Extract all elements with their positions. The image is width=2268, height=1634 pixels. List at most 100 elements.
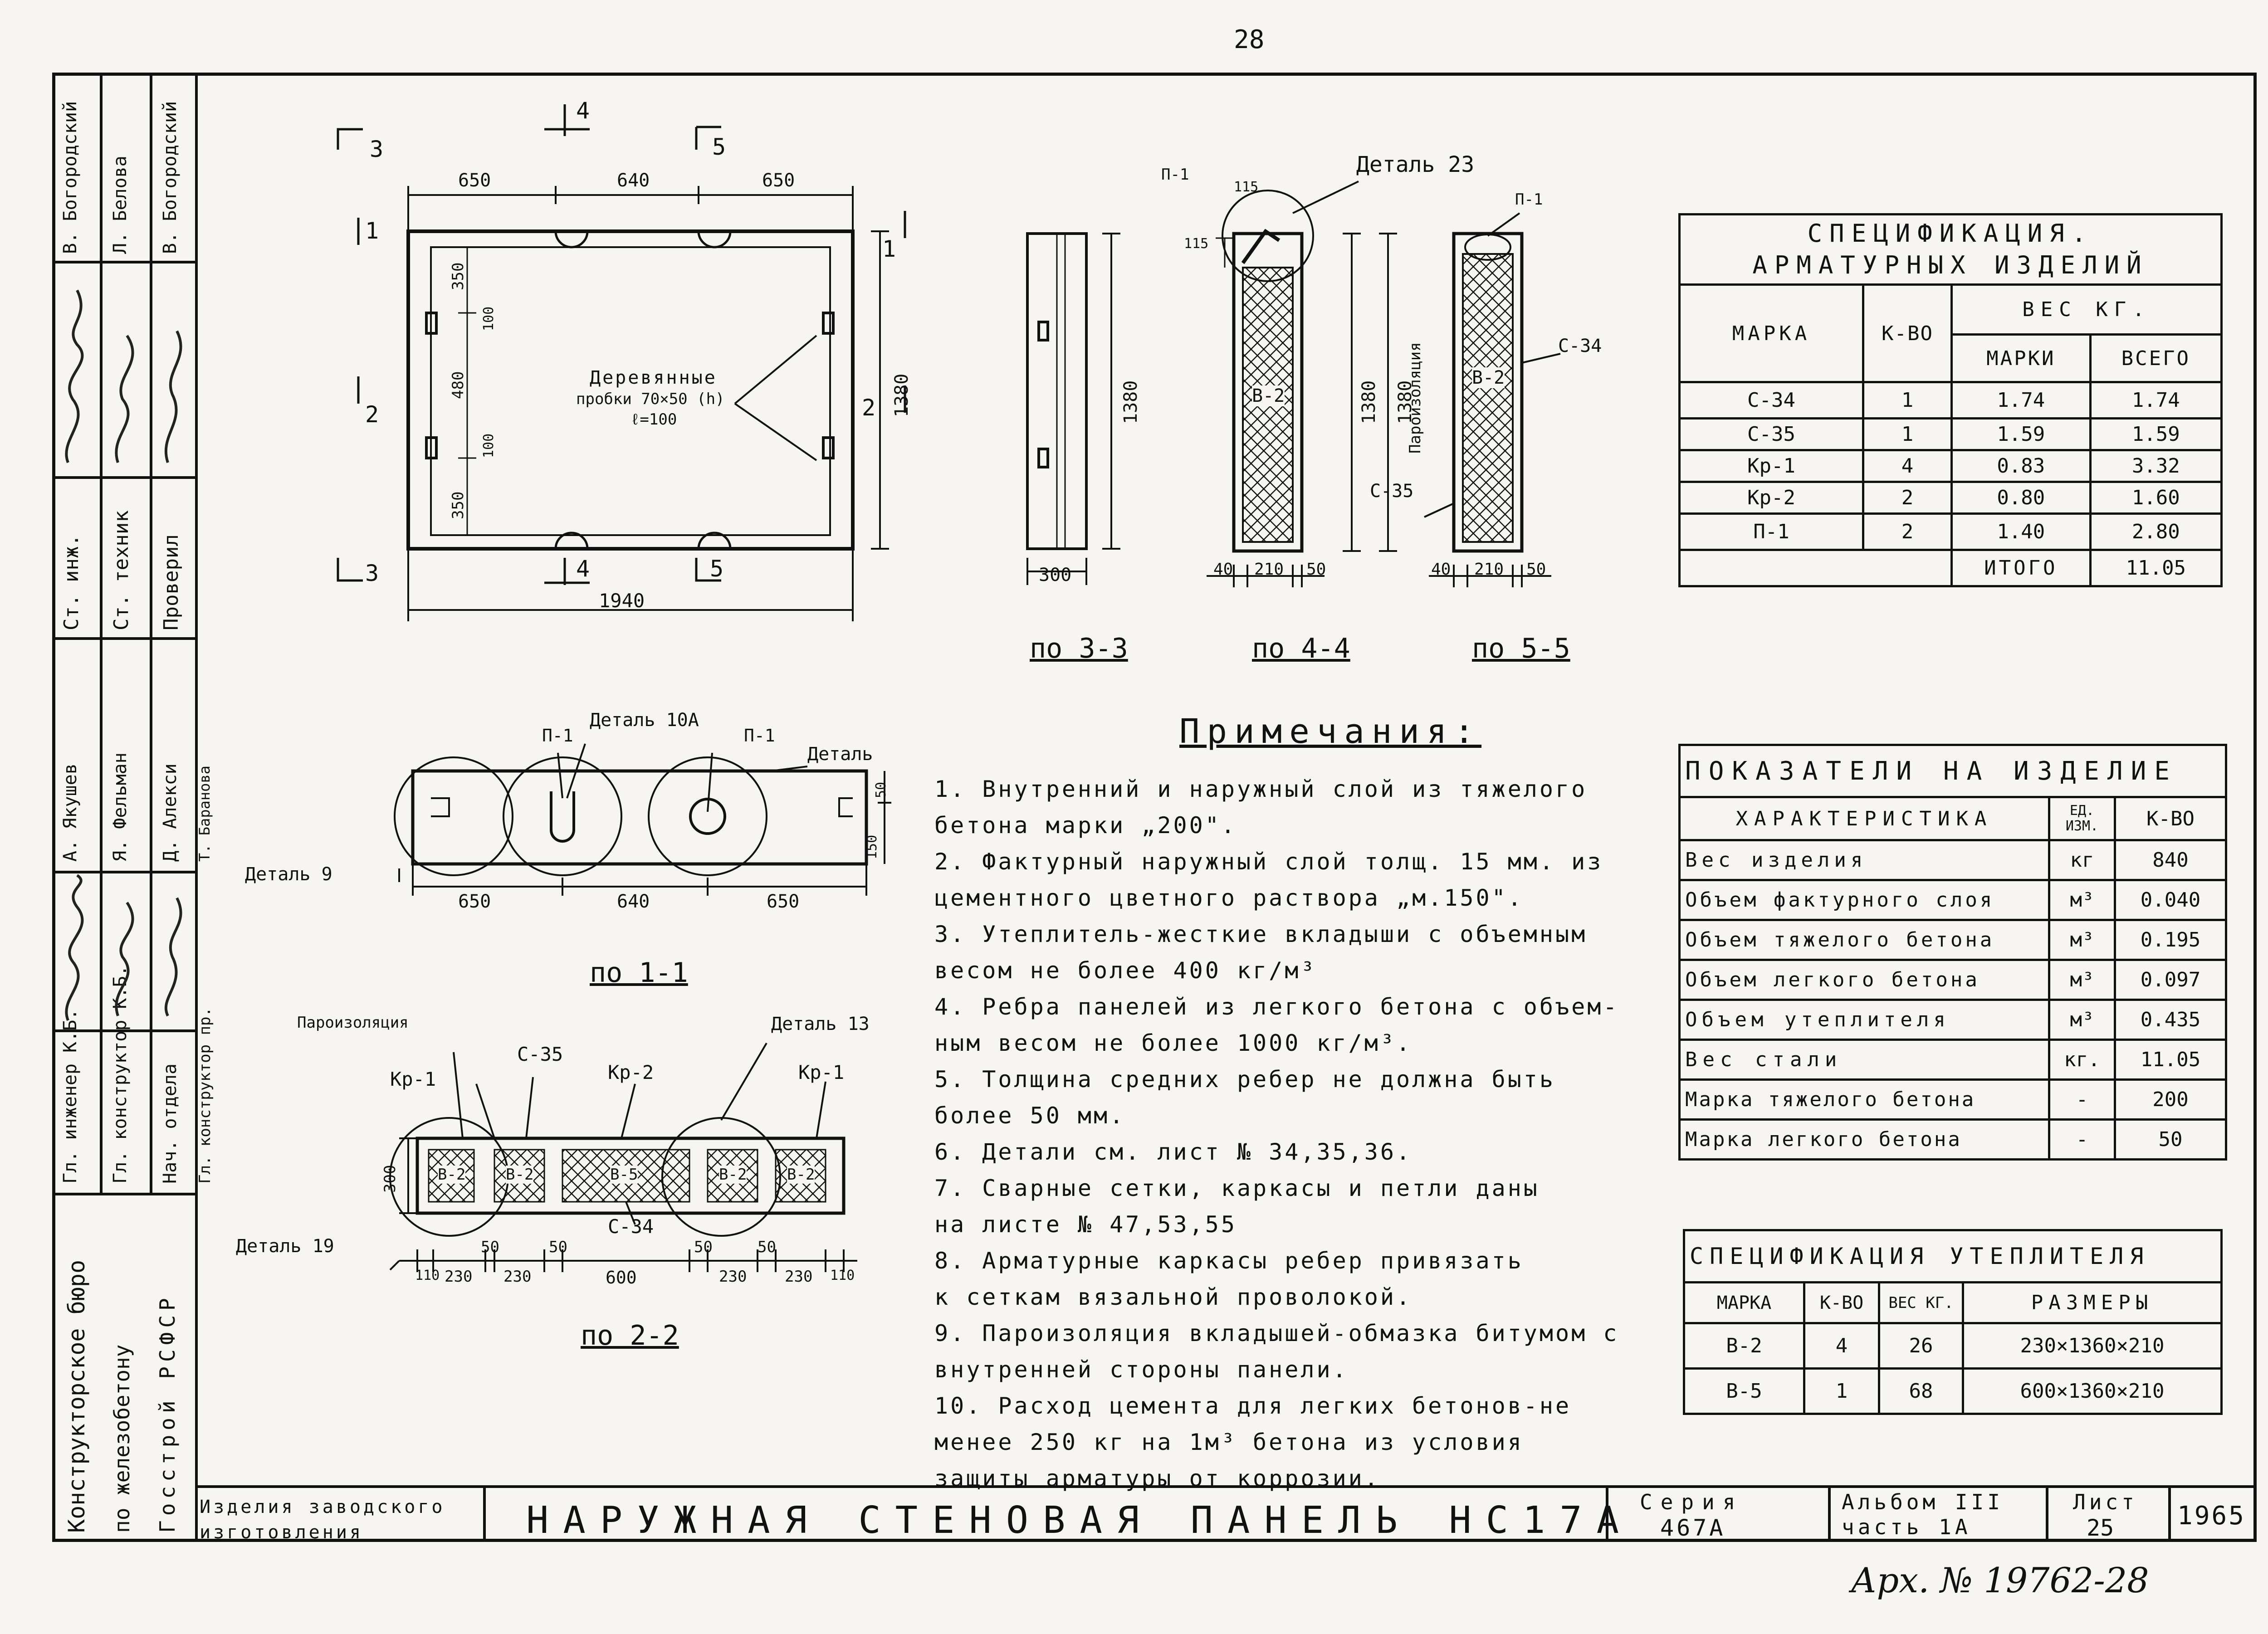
part-label: часть 1А	[1842, 1515, 1971, 1539]
s55-dim-50: 50	[1526, 560, 1546, 579]
cut-2-left: 2	[365, 401, 379, 428]
main-dim-left-1: 350	[449, 262, 467, 290]
s11-p1b: П-1	[744, 726, 775, 746]
note-line: 6. Детали см. лист № 34,35,36.	[934, 1139, 1413, 1165]
spec-reinf-col-weight: ВЕС КГ.	[1950, 283, 2223, 336]
s44-dim-115-a: 115	[1234, 179, 1259, 195]
main-dim-top-2: 640	[617, 170, 650, 191]
s22-kr1b: Кр-1	[798, 1061, 845, 1083]
cut-5-bottom: 5	[710, 556, 724, 582]
cell: кг.	[2048, 1039, 2116, 1081]
s55-dim-40: 40	[1431, 560, 1451, 579]
cell: -	[2048, 1118, 2116, 1161]
plugs-label-3: ℓ=100	[631, 410, 677, 429]
cell: м³	[2048, 959, 2116, 1001]
main-dim-small-2: 100	[481, 433, 497, 458]
s22-dim-5: 50	[549, 1238, 567, 1256]
s33-dim-w: 300	[1039, 565, 1072, 585]
s22-kr2: Кр-2	[608, 1061, 654, 1083]
spec-reinf-col-qty: К-ВО	[1862, 283, 1953, 383]
section-2-2-label: по 2-2	[581, 1320, 679, 1351]
cell: 50	[2114, 1118, 2227, 1161]
cell: 0.83	[1950, 449, 2092, 483]
spec-reinf-col-unit: МАРКИ	[1950, 333, 2092, 383]
cell: П-1	[1678, 512, 1864, 551]
s11-dim-1: 650	[458, 891, 491, 912]
s44-dim-50: 50	[1306, 560, 1326, 579]
spec-ins-title: СПЕЦИФИКАЦИЯ УТЕПЛИТЕЛЯ	[1683, 1229, 2223, 1283]
s22-dim-7: 50	[694, 1238, 713, 1256]
note-line: ным весом не более 1000 кг/м³.	[934, 1030, 1413, 1056]
spec-reinforcement: СПЕЦИФИКАЦИЯ. АРМАТУРНЫХ ИЗДЕЛИЙ МАРКА К…	[1678, 213, 2223, 587]
section-4-4-label: по 4-4	[1252, 633, 1350, 664]
note-line: весом не более 400 кг/м³	[934, 957, 1317, 984]
s22-cell-4: В-2	[719, 1166, 747, 1184]
series-value: 467А	[1660, 1515, 1726, 1541]
cell: 0.195	[2114, 919, 2227, 961]
cell: 68	[1878, 1367, 1964, 1415]
notes-title: Примечания:	[1179, 712, 1482, 751]
s55-c35: С-35	[1370, 481, 1414, 502]
note-line: 9. Пароизоляция вкладышей-обмазка битумо…	[934, 1320, 1619, 1346]
s22-dim-6: 600	[606, 1268, 637, 1288]
page-number: 28	[1234, 25, 1265, 54]
s22-detail-13: Деталь 13	[771, 1014, 870, 1034]
indicators-title: ПОКАЗАТЕЛИ НА ИЗДЕЛИЕ	[1678, 744, 2227, 798]
section-2-2	[389, 1042, 857, 1272]
s22-cell-2: В-2	[506, 1166, 534, 1184]
s11-dim-3: 650	[767, 891, 800, 912]
note-line: к сеткам вязальной проволокой.	[934, 1284, 1413, 1310]
s22-dim-11: 110	[830, 1268, 855, 1283]
spec-reinf-title-1: СПЕЦИФИКАЦИЯ.	[1807, 219, 2094, 248]
cell: 1.74	[2089, 381, 2223, 419]
s22-kr1a: Кр-1	[390, 1068, 436, 1090]
cell: Марка легкого бетона	[1678, 1118, 2050, 1161]
note-line: защиты арматуры от коррозии.	[934, 1465, 1380, 1492]
spec-reinf-col-mark: МАРКА	[1678, 283, 1864, 383]
cell: С-34	[1678, 381, 1864, 419]
table-row-total: ИТОГО 11.05	[1678, 549, 2223, 587]
indicators-table: ПОКАЗАТЕЛИ НА ИЗДЕЛИЕ ХАРАКТЕРИСТИКА ЕД.…	[1678, 744, 2227, 1161]
s22-c34: С-34	[608, 1215, 654, 1238]
s22-dim-10: 230	[785, 1268, 813, 1286]
note-line: цементного цветного раствора „м.150".	[934, 885, 1524, 911]
cell: м³	[2048, 919, 2116, 961]
cell: 1	[1862, 381, 1953, 419]
inner-frame	[195, 73, 2257, 1542]
spec-reinf-total-value: 11.05	[2089, 549, 2223, 587]
cell: 4	[1803, 1322, 1880, 1370]
note-line: менее 250 кг на 1м³ бетона из условия	[934, 1429, 1524, 1455]
s11-dim-2: 640	[617, 891, 650, 912]
note-line: 5. Толщина средних ребер не должна быть	[934, 1066, 1555, 1093]
section-1-1-label: по 1-1	[590, 957, 688, 989]
cell: 2	[1862, 512, 1953, 551]
cell: 1	[1803, 1367, 1880, 1415]
cell: 2	[1862, 481, 1953, 515]
cut-1-left: 1	[365, 218, 379, 244]
s55-c34: С-34	[1558, 336, 1602, 356]
cell: 0.097	[2114, 959, 2227, 1001]
note-line: 7. Сварные сетки, каркасы и петли даны	[934, 1175, 1540, 1201]
cut-5-top: 5	[712, 134, 726, 160]
spec-reinf-title-2: АРМАТУРНЫХ ИЗДЕЛИЙ	[1752, 251, 2149, 279]
cell: 1.59	[1950, 417, 2092, 451]
s33-dim-h: 1380	[1120, 380, 1141, 424]
s44-dim-h: 1380	[1359, 380, 1379, 424]
main-dim-top-3: 650	[762, 170, 795, 191]
s22-cell-5: В-2	[787, 1166, 815, 1184]
indicators-col-char: ХАРАКТЕРИСТИКА	[1678, 796, 2050, 841]
note-line: 3. Утеплитель-жесткие вкладыши с объемны…	[934, 921, 1588, 947]
sheet-number: 25	[2087, 1515, 2114, 1541]
cell: 230×1360×210	[1962, 1322, 2223, 1370]
main-dim-left-2: 480	[449, 371, 467, 399]
section-5-5-label: по 5-5	[1472, 633, 1570, 664]
cut-4-bottom: 4	[576, 556, 590, 582]
s22-cell-3: В-5	[610, 1166, 638, 1184]
cell: 11.05	[2114, 1039, 2227, 1081]
cell: кг	[2048, 839, 2116, 881]
plugs-label-1: Деревянные	[590, 367, 717, 388]
